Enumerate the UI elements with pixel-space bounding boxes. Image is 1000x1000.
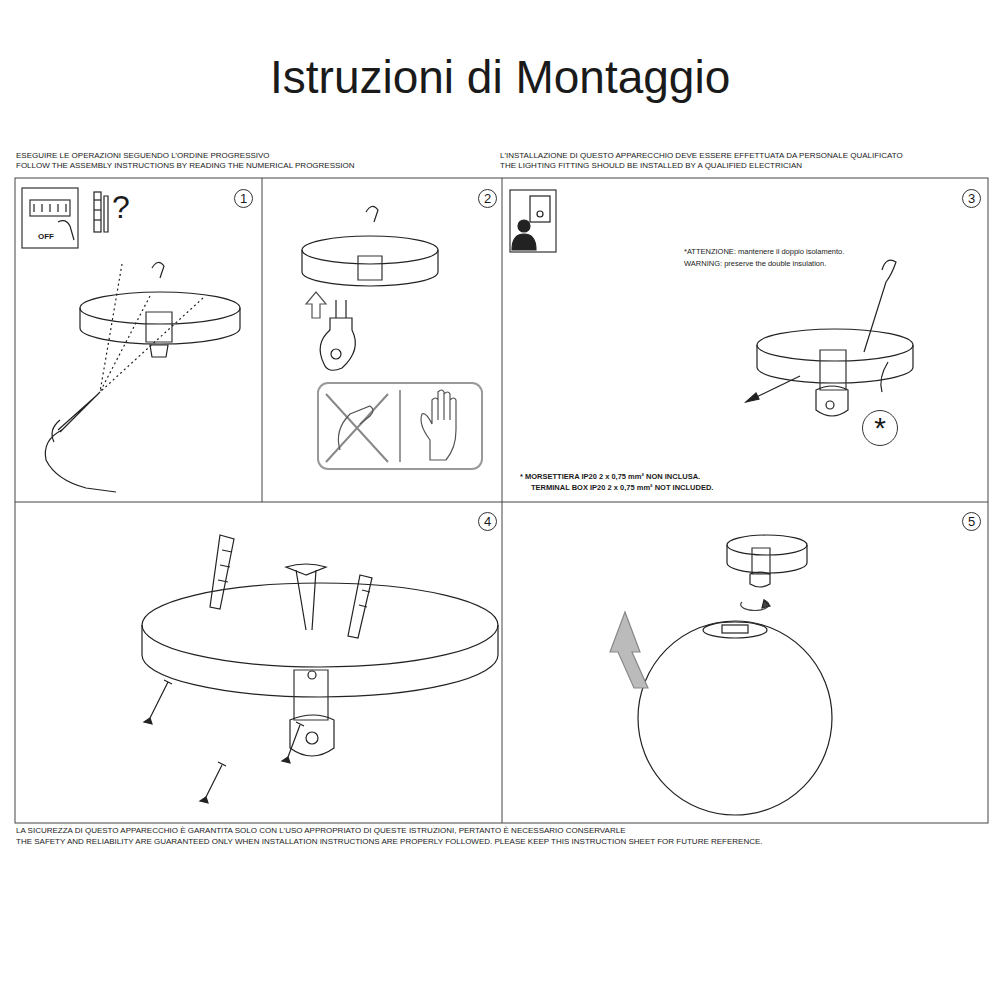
lift-arrow [610,612,648,688]
step-number: 5 [962,512,981,531]
step-text: * [874,413,886,443]
asterisk-callout: * [862,410,898,446]
panel-frame [15,178,988,823]
g9-bulb [306,292,355,370]
warning-note: *ATTENZIONE: mantenere il doppio isolame… [684,248,844,256]
step-number: 3 [962,189,981,208]
step-text: 4 [484,515,491,528]
footer-note: THE SAFETY AND RELIABILITY ARE GUARANTEE… [16,838,763,847]
step-text: 5 [968,515,975,528]
canopy-step-3 [746,260,913,416]
glass-sphere [638,621,832,815]
header-note: L'INSTALLAZIONE DI QUESTO APPARECCHIO DE… [500,152,903,161]
terminal-note: * MORSETTIERA IP20 2 x 0,75 mm² NON INCL… [520,473,700,481]
power-off-icon [22,188,78,248]
step-number: 1 [234,189,253,208]
switch-label: OFF [38,233,54,242]
canopy-step-5 [727,535,807,610]
header-note: ESEGUIRE LE OPERAZIONI SEGUENDO L'ORDINE… [16,152,270,161]
step-text: 1 [240,192,247,205]
footer-note: LA SICUREZZA DI QUESTO APPARECCHIO È GAR… [16,827,626,836]
screw-plug-icon [94,192,108,232]
step-number: 4 [478,512,497,531]
wall-plugs [210,535,372,638]
header-note: THE LIGHTING FITTING SHOULD BE INSTALLED… [500,162,802,171]
step-text: 3 [968,192,975,205]
glove-warning [318,383,482,469]
terminal-note: TERMINAL BOX IP20 2 x 0,75 mm² NOT INCLU… [531,484,713,492]
header-note: FOLLOW THE ASSEMBLY INSTRUCTIONS BY READ… [16,162,355,171]
question-mark: ? [112,190,130,225]
step-number: 2 [478,189,497,208]
fixing-screws [144,680,304,803]
canopy-step-4 [142,564,498,756]
canopy-step-1 [45,262,240,492]
canopy-step-2 [302,206,438,286]
electrician-icon [510,190,556,252]
warning-note: WARNING: preserve the double insulation. [684,260,826,268]
step-text: 2 [484,192,491,205]
sheet-title: Istruzioni di Montaggio [270,52,730,103]
